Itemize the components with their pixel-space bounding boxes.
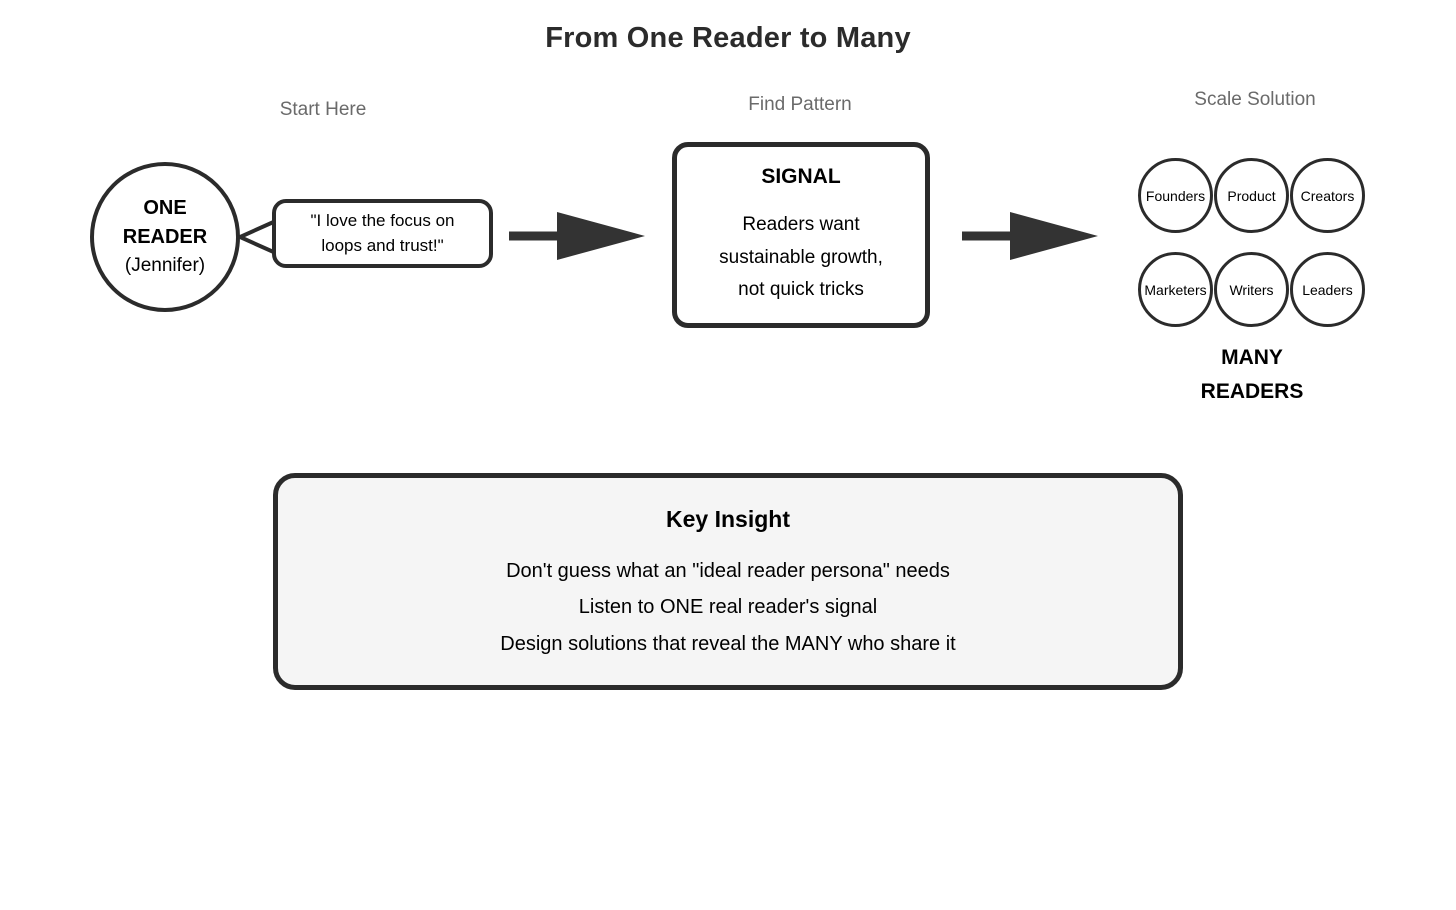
stage-label-scale-solution: Scale Solution (1194, 89, 1316, 110)
key-insight-title: Key Insight (666, 506, 790, 532)
arrow-right-icon-1 (509, 212, 645, 260)
reader-quote-line1: "I love the focus on (310, 211, 455, 231)
signal-line3: not quick tricks (738, 279, 864, 301)
signal-title: SIGNAL (761, 164, 841, 188)
one-reader-line1: ONE (143, 197, 187, 220)
speech-bubble-tail-icon (236, 218, 279, 256)
many-readers-cluster: Founders Product Creators Marketers Writ… (1138, 158, 1370, 328)
signal-line2: sustainable growth, (719, 246, 883, 268)
key-insight-line3: Design solutions that reveal the MANY wh… (500, 632, 956, 655)
stage-label-start: Start Here (279, 99, 367, 120)
one-reader-node: ONE READER (Jennifer) (90, 162, 240, 312)
audience-circle-writers: Writers (1214, 252, 1289, 327)
one-reader-name: (Jennifer) (124, 254, 206, 276)
one-reader-line2: READER (122, 225, 208, 248)
stage-label-find-pattern: Find Pattern (748, 94, 852, 115)
audience-circle-marketers: Marketers (1138, 252, 1213, 327)
signal-line1: Readers want (742, 213, 860, 235)
audience-circle-creators: Creators (1290, 158, 1365, 233)
many-readers-caption: MANY READERS (1152, 341, 1352, 409)
key-insight-line1: Don't guess what an "ideal reader person… (506, 560, 950, 582)
audience-circle-leaders: Leaders (1290, 252, 1365, 327)
audience-circle-product: Product (1214, 158, 1289, 233)
reader-quote-bubble: "I love the focus on loops and trust!" (272, 199, 493, 268)
arrow-right-icon-2 (962, 212, 1098, 260)
page-title: From One Reader to Many (545, 22, 911, 54)
key-insight-line2: Listen to ONE real reader's signal (578, 596, 878, 619)
many-readers-line1: MANY (1221, 346, 1283, 369)
audience-circle-founders: Founders (1138, 158, 1213, 233)
reader-quote-line2: loops and trust!" (321, 235, 444, 255)
audience-row-2: Marketers Writers Leaders (1138, 252, 1370, 327)
key-insight-panel: Key Insight Don't guess what an "ideal r… (273, 473, 1183, 690)
many-readers-line2: READERS (1200, 380, 1304, 404)
audience-row-1: Founders Product Creators (1138, 158, 1370, 233)
signal-node: SIGNAL Readers want sustainable growth, … (672, 142, 930, 328)
